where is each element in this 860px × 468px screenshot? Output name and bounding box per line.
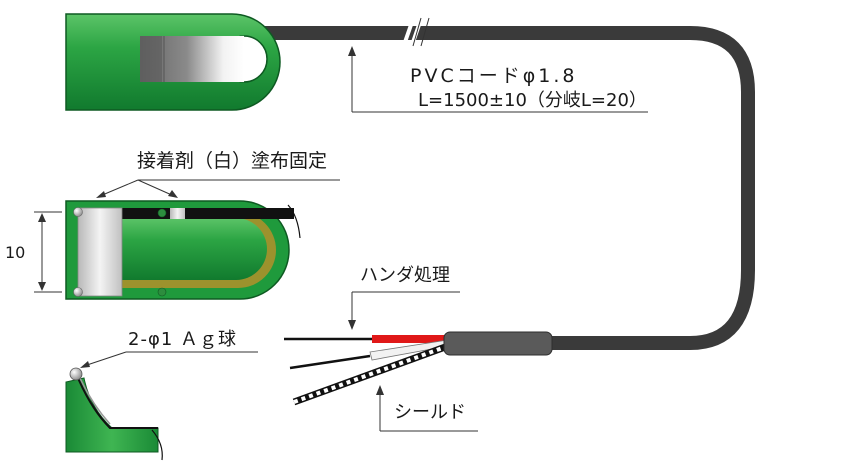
adhesive-leader	[96, 179, 340, 198]
pvc-cord	[262, 17, 755, 350]
dimension-label: 10	[5, 243, 26, 262]
shield-leader	[376, 385, 478, 432]
solder-leader	[348, 291, 460, 330]
sensor-housing-top	[65, 13, 281, 111]
cord-spec-label: PVCコードφ1.8	[410, 65, 578, 87]
sensor-housing-section	[65, 200, 301, 300]
solder-label: ハンダ処理	[360, 265, 450, 286]
adhesive-label: 接着剤（白）塗布固定	[137, 150, 328, 172]
ag-ball-label: 2-φ1 Ａｇ球	[128, 329, 237, 350]
cord-break-mark	[402, 17, 430, 47]
lead-wires	[284, 331, 553, 406]
cord-spec-leader	[348, 46, 648, 113]
dimension-10	[34, 211, 62, 293]
ag-ball-leader	[80, 351, 258, 368]
cord-length-label: L=1500±10（分岐L=20）	[418, 90, 647, 111]
ag-ball-detail	[65, 367, 163, 461]
shield-label: シールド	[394, 402, 466, 423]
